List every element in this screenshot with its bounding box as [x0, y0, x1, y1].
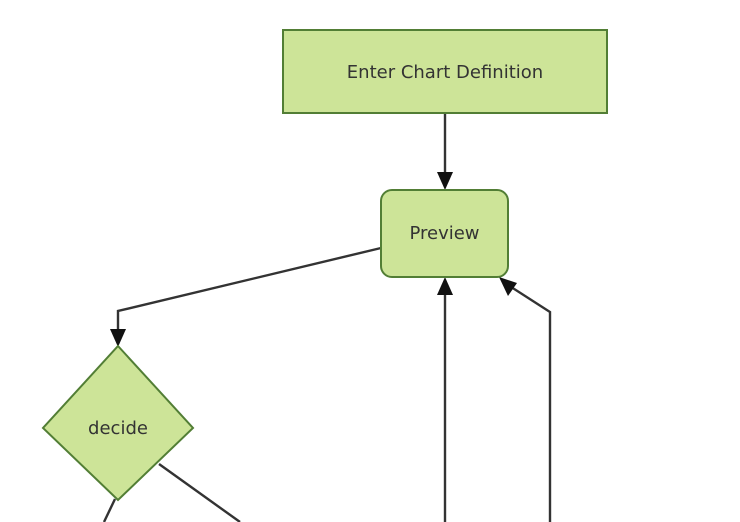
node-label-preview: Preview — [409, 223, 479, 244]
edge-line — [158, 463, 241, 522]
edge-decide-to-offscreen-right — [158, 463, 241, 522]
node-enter-chart-definition[interactable]: Enter Chart Definition — [282, 29, 608, 114]
edge-offscreen-right-to-preview — [499, 277, 552, 522]
edge-preview-to-decide — [110, 246, 382, 347]
edge-line — [102, 498, 117, 522]
arrow-head-icon — [110, 329, 126, 347]
node-label-decide: decide — [88, 418, 148, 439]
edge-line — [507, 283, 552, 522]
edge-line — [116, 246, 382, 336]
arrow-head-icon — [499, 277, 517, 296]
node-decide[interactable]: decide — [41, 344, 195, 502]
arrow-head-icon — [437, 172, 453, 190]
node-rounded-rect[interactable] — [380, 189, 509, 278]
node-rect[interactable] — [282, 29, 608, 114]
arrow-head-icon — [437, 277, 453, 295]
edge-enter-to-preview — [437, 113, 453, 190]
node-preview[interactable]: Preview — [380, 189, 509, 278]
node-label-enter-chart-definition: Enter Chart Definition — [347, 62, 543, 83]
node-diamond[interactable] — [41, 344, 195, 502]
edge-decide-to-offscreen-left — [102, 498, 117, 522]
edge-offscreen-center-to-preview — [437, 277, 453, 522]
